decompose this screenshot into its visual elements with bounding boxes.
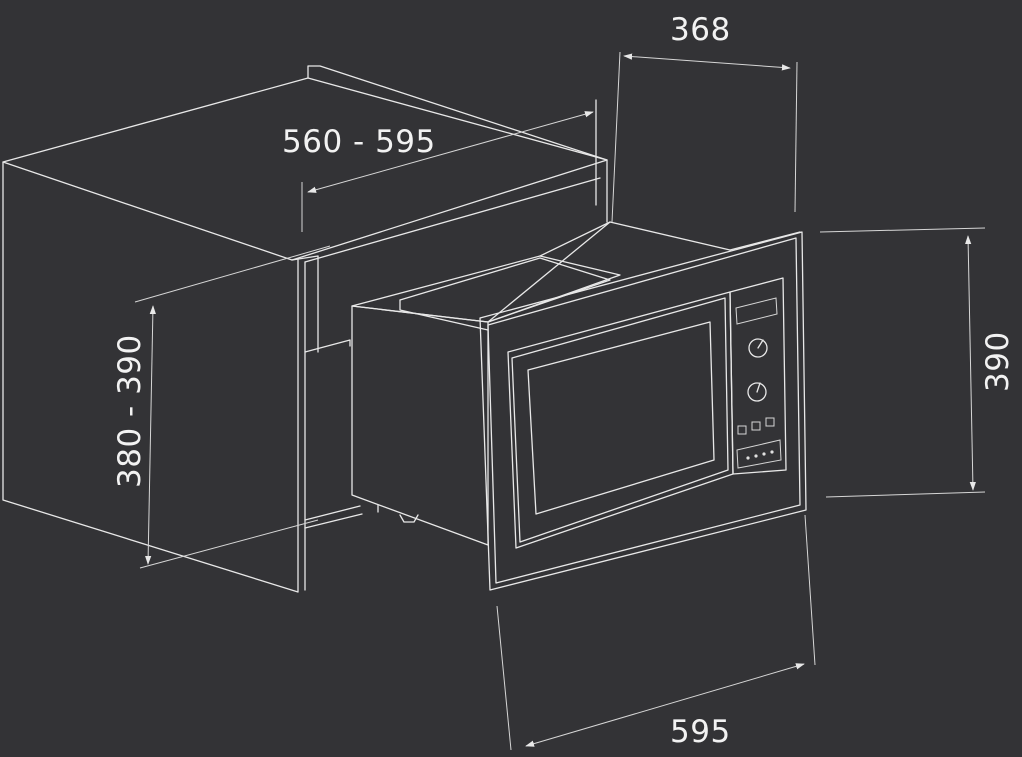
cabinet-height-label: 380 - 390 xyxy=(112,334,148,488)
function-buttons xyxy=(737,417,775,435)
frame-height-label: 390 xyxy=(980,331,1016,392)
dimension-cabinet-width: 560 - 595 xyxy=(282,111,594,232)
power-knob-icon xyxy=(747,382,767,402)
display-window xyxy=(735,297,778,325)
dimension-cabinet-height: 380 - 390 xyxy=(112,245,331,569)
cabinet-outline xyxy=(2,65,608,593)
dimension-frame-height: 390 xyxy=(819,227,1016,498)
timer-knob-icon xyxy=(748,338,768,358)
control-panel xyxy=(735,297,782,469)
keypad xyxy=(736,439,782,469)
cabinet-width-label: 560 - 595 xyxy=(282,124,436,160)
microwave-body xyxy=(351,221,801,546)
frame-width-label: 595 xyxy=(670,714,731,750)
dimension-depth: 368 xyxy=(611,12,798,223)
dimension-frame-width: 595 xyxy=(496,514,816,751)
front-frame xyxy=(479,231,807,591)
depth-label: 368 xyxy=(670,12,731,48)
